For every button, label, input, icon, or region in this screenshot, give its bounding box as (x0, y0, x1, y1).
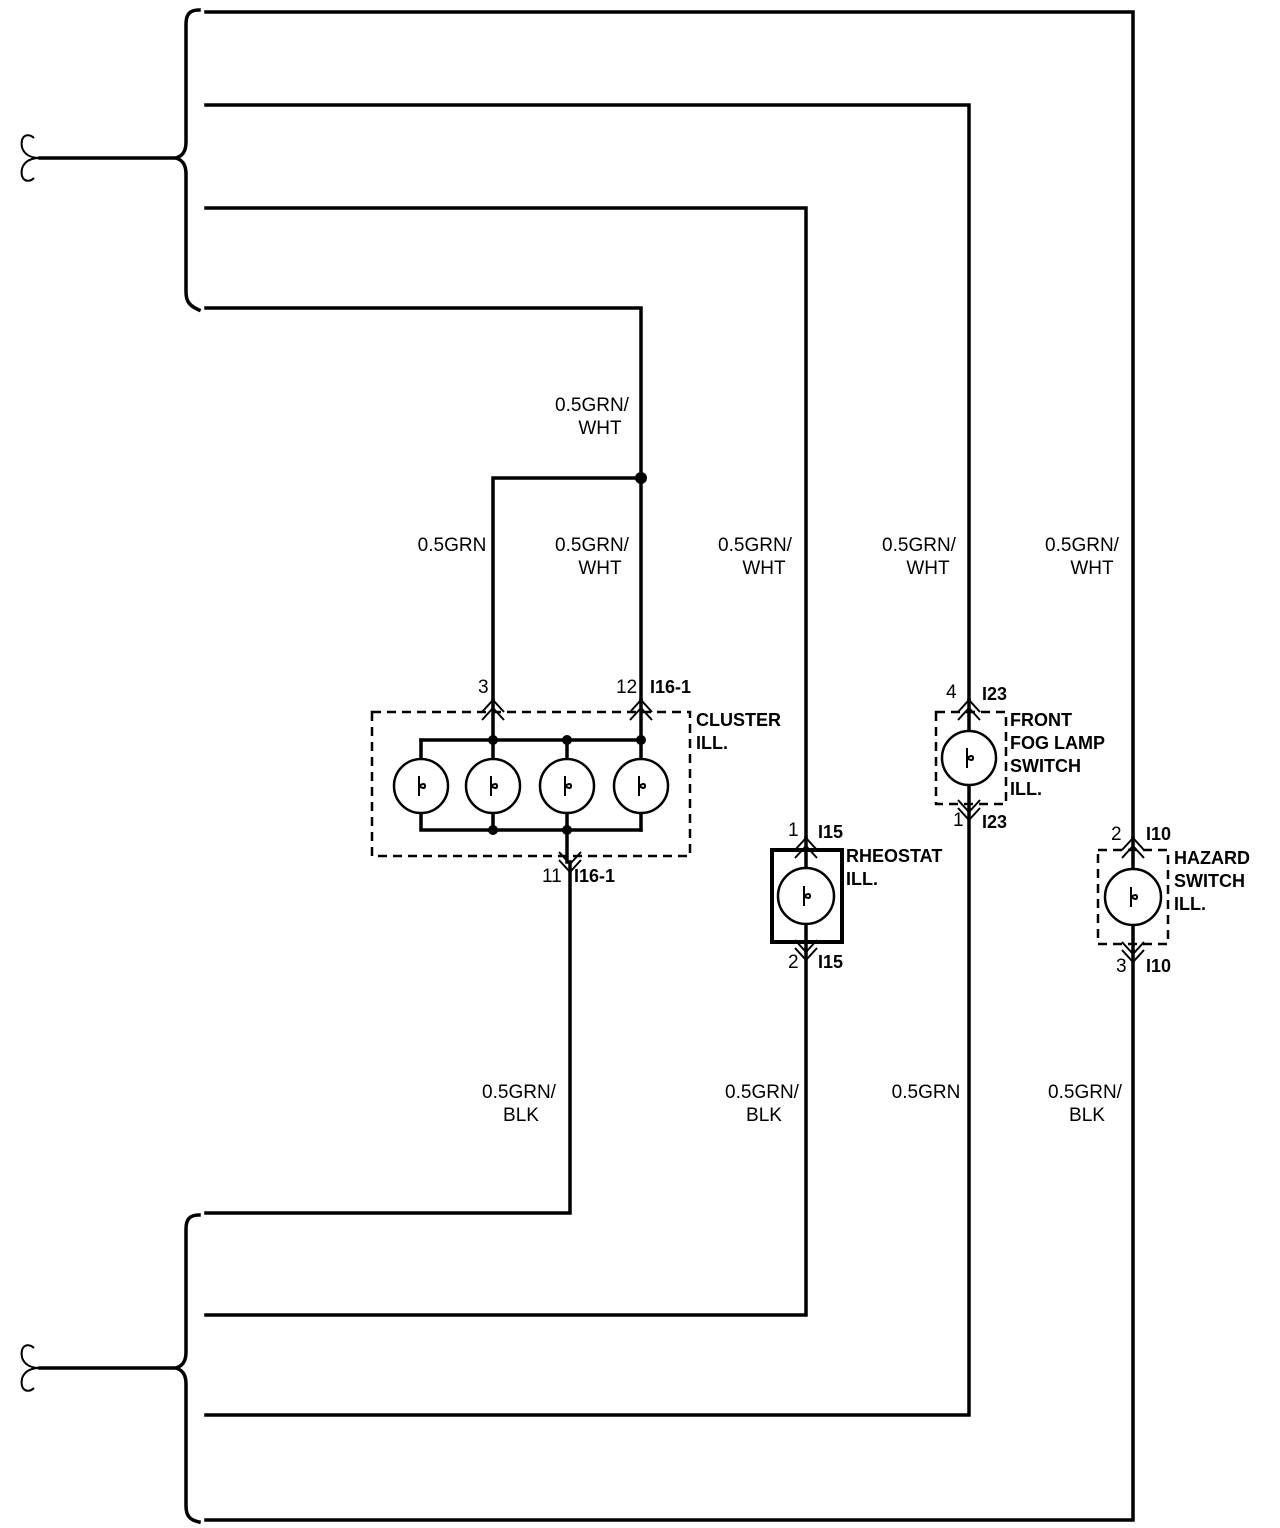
top-harness-brace (20, 8, 202, 313)
connector-icon (1121, 941, 1145, 964)
bulb-icon (776, 866, 836, 926)
supply-wires (204, 10, 1135, 840)
connector-id: I23 (982, 812, 1007, 832)
connector-icon (794, 836, 818, 859)
wire-label-hazard-out: 0.5GRN/BLK (1048, 1082, 1123, 1126)
splice-dot (635, 472, 647, 484)
bulb-icon (538, 757, 596, 815)
connector-icon (1121, 836, 1145, 859)
pin-number: 1 (788, 820, 799, 841)
bulb-icon (1103, 867, 1163, 927)
bulb-icon (464, 757, 522, 815)
connector-id: I10 (1146, 956, 1171, 976)
wire-label-cluster-right: 0.5GRN/WHT (555, 535, 630, 579)
connector-id: I16-1 (650, 677, 691, 697)
connector-icon (957, 799, 981, 822)
wire-label-cluster-out: 0.5GRN/BLK (482, 1082, 557, 1126)
connector-icon (794, 939, 818, 962)
wire-label-cluster-feed: 0.5GRN/WHT (555, 395, 630, 439)
wire-label-cluster-left: 0.5GRN (418, 535, 487, 556)
connector-id: I16-1 (574, 866, 615, 886)
connector-id: I10 (1146, 824, 1171, 844)
connector-icon (957, 698, 981, 721)
wire-label-hazard-in: 0.5GRN/WHT (1045, 535, 1120, 579)
connector-icon (558, 851, 582, 874)
bulb-icon (612, 757, 670, 815)
pin-number: 2 (788, 952, 799, 973)
wire-label-rheostat-out: 0.5GRN/BLK (725, 1082, 800, 1126)
pin-number: 12 (616, 677, 637, 698)
connector-id: I23 (982, 684, 1007, 704)
connector-id: I15 (818, 952, 843, 972)
pin-number: 4 (946, 682, 957, 703)
pin-number: 2 (1111, 824, 1122, 845)
wire-label-fog-in: 0.5GRN/WHT (882, 535, 957, 579)
pin-number: 3 (478, 677, 489, 698)
pin-number: 11 (542, 866, 562, 887)
connector-icon (629, 698, 653, 721)
pin-number: 1 (953, 810, 964, 831)
wire-label-rheostat-in: 0.5GRN/WHT (718, 535, 793, 579)
connector-id: I15 (818, 822, 843, 842)
pin-number: 3 (1116, 956, 1127, 977)
bulb-icon (392, 757, 450, 815)
bottom-harness-brace (20, 1213, 202, 1525)
connector-icon (481, 698, 505, 721)
bulb-icon (940, 729, 998, 787)
wire-label-fog-out: 0.5GRN (892, 1082, 961, 1103)
ground-wires (204, 808, 1135, 1522)
